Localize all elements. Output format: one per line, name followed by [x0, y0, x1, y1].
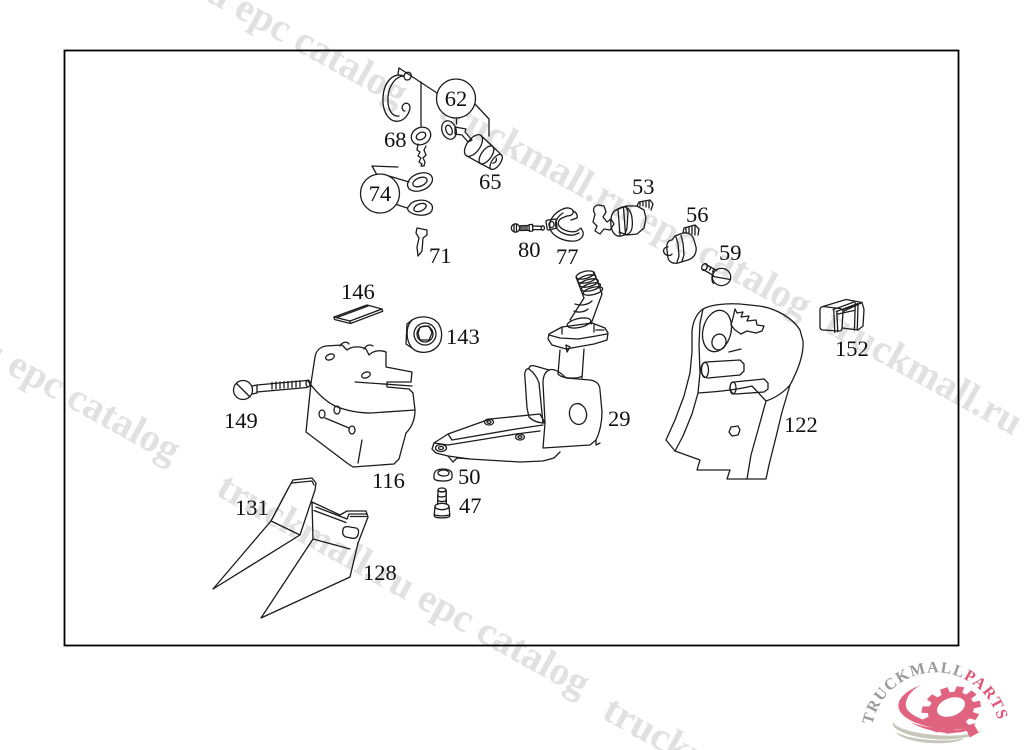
svg-text:143: 143 [446, 324, 480, 349]
svg-text:116: 116 [372, 468, 405, 493]
svg-text:59: 59 [719, 240, 742, 265]
svg-text:80: 80 [518, 237, 541, 262]
svg-text:128: 128 [363, 560, 397, 585]
svg-text:53: 53 [632, 174, 655, 199]
svg-text:56: 56 [686, 202, 709, 227]
svg-text:122: 122 [784, 412, 818, 437]
svg-text:149: 149 [224, 408, 258, 433]
svg-text:152: 152 [835, 336, 869, 361]
svg-text:146: 146 [341, 279, 375, 304]
svg-text:47: 47 [459, 493, 482, 518]
svg-text:62: 62 [445, 86, 468, 111]
svg-text:50: 50 [458, 464, 481, 489]
svg-text:131: 131 [235, 495, 269, 520]
svg-text:29: 29 [608, 406, 631, 431]
svg-text:65: 65 [479, 169, 502, 194]
svg-text:74: 74 [369, 181, 392, 206]
svg-text:77: 77 [556, 244, 579, 269]
svg-text:71: 71 [429, 243, 452, 268]
svg-text:68: 68 [384, 127, 407, 152]
